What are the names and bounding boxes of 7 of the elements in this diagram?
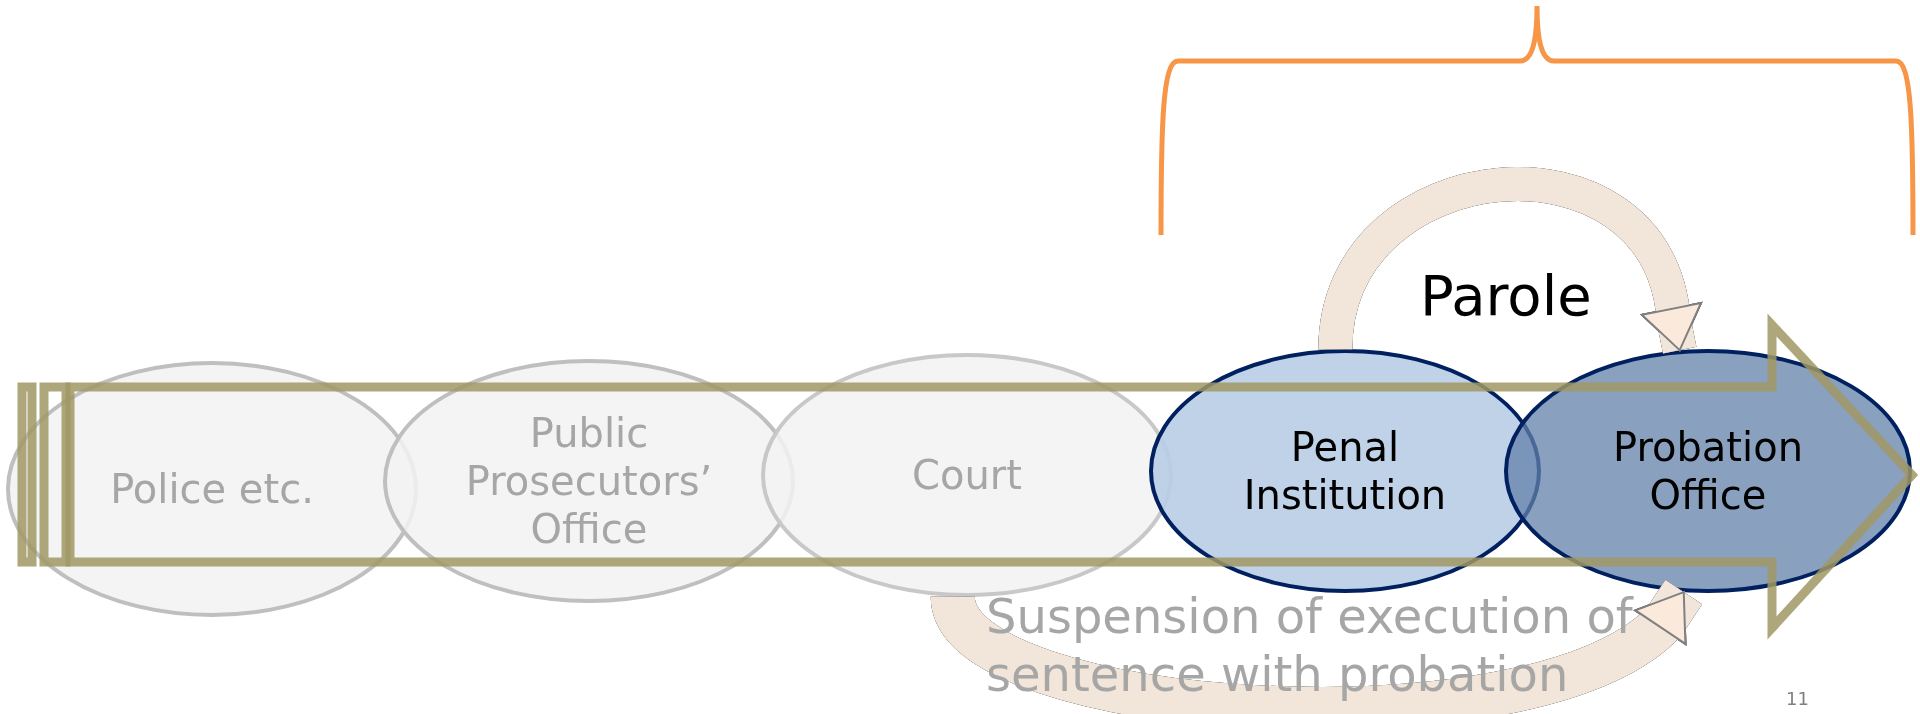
node-label: Penal Institution bbox=[1242, 423, 1448, 519]
node-label: Public Prosecutors’ Office bbox=[464, 409, 714, 553]
page-number: 11 bbox=[1786, 688, 1809, 709]
node-label: Court bbox=[911, 451, 1023, 499]
node-label: Police etc. bbox=[109, 465, 315, 513]
edge-label: Parole bbox=[1420, 262, 1593, 330]
node-label: Probation Office bbox=[1612, 423, 1804, 519]
